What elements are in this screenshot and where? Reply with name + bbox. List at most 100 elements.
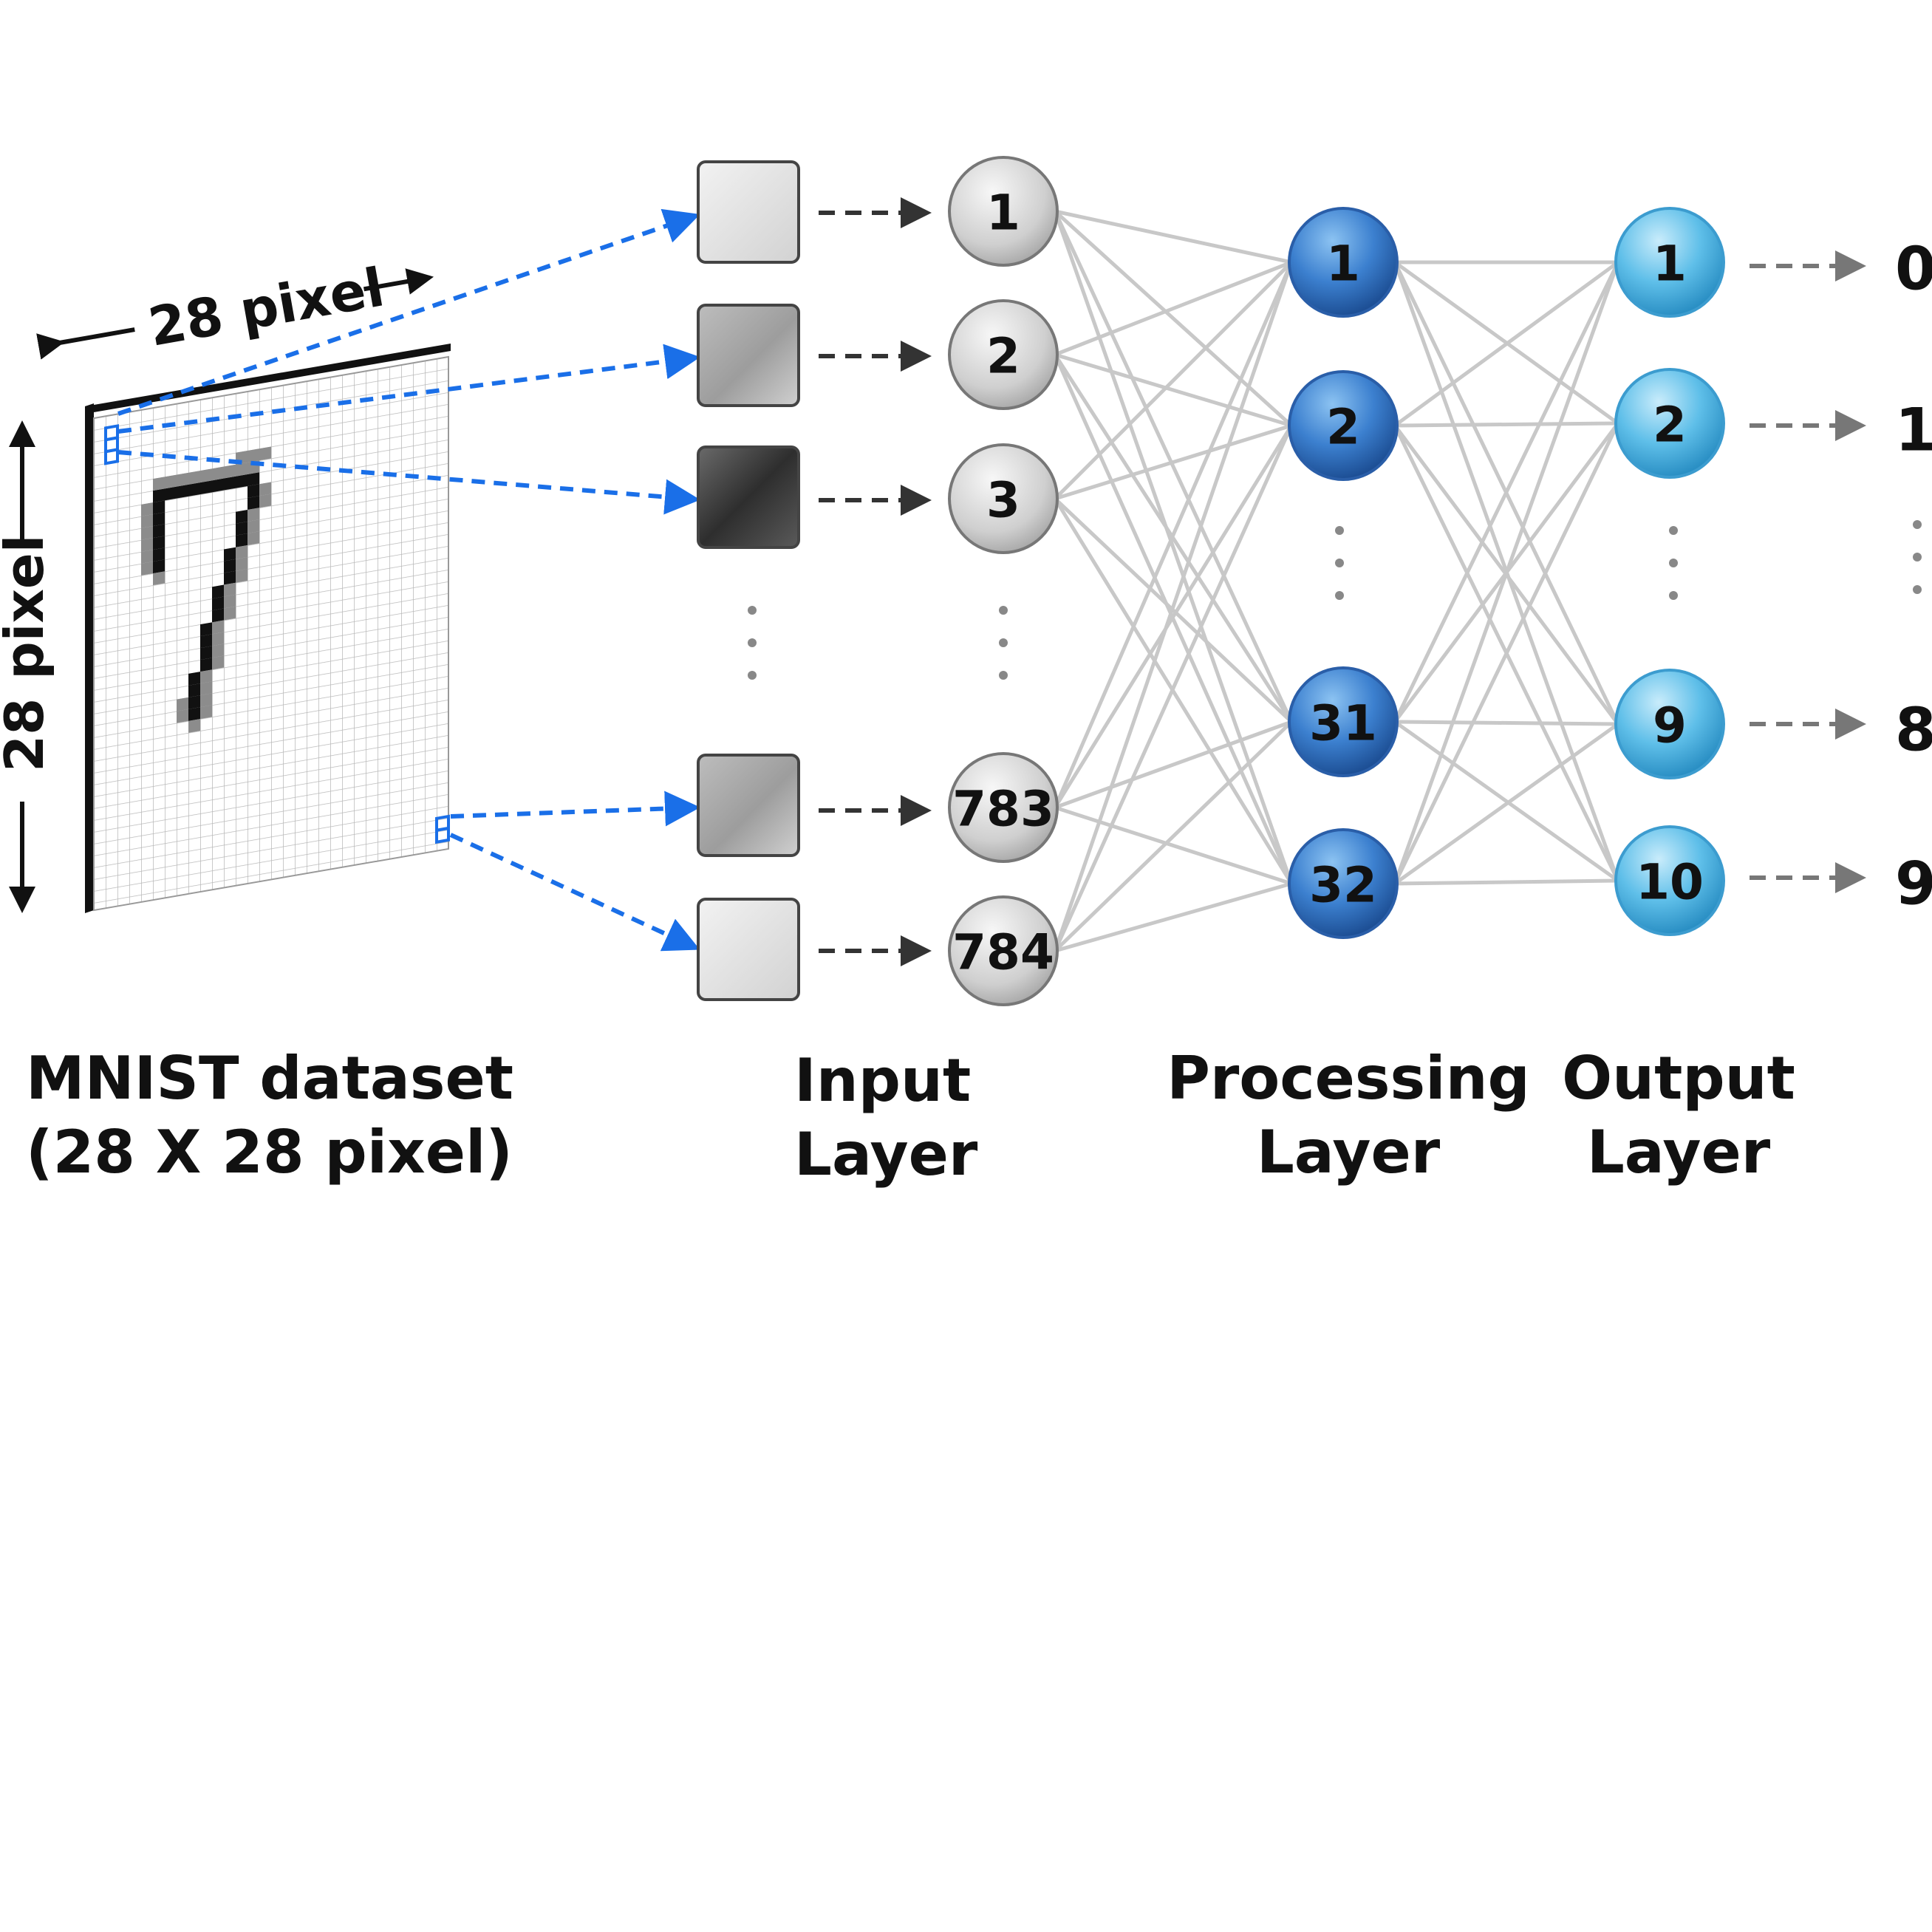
input-node: 1 (948, 156, 1059, 267)
processing-node-label: 1 (1326, 236, 1360, 293)
digit-pixel (212, 632, 224, 646)
input-node: 784 (948, 895, 1059, 1006)
digit-pixel (224, 464, 236, 479)
digit-pixel (188, 482, 200, 496)
digit-pixel (200, 622, 212, 637)
digit-pixel (153, 547, 165, 562)
input-layer-label-line2: Layer (794, 1120, 978, 1189)
digit-pixel (259, 446, 271, 461)
connection-line (1054, 805, 1292, 886)
pixel-sample-783 (697, 754, 800, 857)
digit-pixel (188, 683, 200, 697)
digit-pixel (224, 606, 236, 621)
connection-line (1394, 878, 1619, 886)
left-dimension-annotation: 28 pixel (0, 420, 55, 913)
connection-line (1054, 210, 1293, 427)
connection-line (1393, 260, 1619, 428)
output-digits: 0 1 8 9 (1895, 235, 1932, 918)
connection-line (1393, 262, 1620, 884)
square-to-input-arrows (819, 197, 932, 966)
digit-pixel (212, 478, 224, 493)
connection-line (1393, 261, 1620, 723)
digit-pixel (177, 484, 188, 499)
digit-pixel (248, 508, 259, 522)
digit-pixel (153, 512, 165, 527)
digit-pixel (248, 448, 259, 463)
highlighted-pixels-top (104, 424, 119, 465)
digit-pixel (200, 681, 212, 696)
pixel-samples (697, 160, 800, 1001)
connection-line (1053, 262, 1294, 952)
input-node: 2 (948, 299, 1059, 410)
top-dimension-label: 28 pixel (144, 256, 389, 358)
connection-line (1394, 421, 1619, 428)
digit-pixel (212, 584, 224, 599)
processing-node: 31 (1288, 666, 1399, 777)
digit-pixel (200, 693, 212, 708)
pixel-links (117, 208, 700, 952)
digit-pixel (236, 545, 248, 559)
digit-pixel (200, 468, 212, 483)
digit-pixel (200, 658, 212, 672)
digit-pixel (236, 510, 248, 524)
highlighted-pixels-bottom (435, 814, 450, 844)
digit-pixel (248, 519, 259, 534)
connection-line (1054, 260, 1292, 357)
digit-pixel (224, 582, 236, 597)
digit-pixel (141, 502, 153, 516)
left-dimension-label: 28 pixel (0, 535, 55, 772)
input-node-label: 783 (952, 781, 1054, 838)
digit-pixel (248, 531, 259, 546)
digit-pixel (177, 697, 188, 711)
digit-pixel (188, 672, 200, 686)
digit-pixel (200, 646, 212, 661)
digit-pixel (212, 655, 224, 670)
output-node-label: 1 (1653, 236, 1687, 293)
digit-pixel (236, 474, 248, 488)
connection-line (1053, 211, 1294, 884)
digit-seven (141, 446, 271, 733)
mnist-image (85, 344, 451, 913)
digit-pixel (153, 500, 165, 515)
output-node-label: 9 (1653, 697, 1687, 754)
connection-line (1053, 210, 1294, 723)
connection-line (1394, 720, 1619, 726)
connection-line (1054, 352, 1292, 428)
output-digit: 9 (1895, 850, 1932, 918)
digit-pixel (248, 496, 259, 511)
output-layer-label-line1: Output (1562, 1044, 1795, 1113)
digit-pixel (224, 559, 236, 573)
digit-pixel (212, 596, 224, 611)
processing-layer-label-line2: Layer (1257, 1118, 1441, 1187)
digit-pixel (259, 494, 271, 508)
digit-pixel (200, 634, 212, 649)
digit-pixel (153, 536, 165, 550)
connection-line (1054, 720, 1292, 810)
digit-pixel (141, 526, 153, 540)
output-node-label: 10 (1636, 854, 1704, 911)
processing-layer-label-line1: Processing (1167, 1044, 1530, 1113)
output-digit: 1 (1895, 396, 1932, 465)
connection-line (1393, 722, 1619, 886)
connection-line (1054, 423, 1292, 501)
digit-pixel (236, 462, 248, 477)
digit-pixel (141, 550, 153, 564)
digit-pixel (224, 570, 236, 585)
digit-pixel (212, 644, 224, 658)
processing-node-label: 32 (1309, 857, 1377, 914)
digit-pixel (153, 524, 165, 539)
connection-line (1053, 424, 1294, 952)
pixel-grid (93, 355, 449, 912)
digit-pixel (188, 719, 200, 733)
digit-pixel (224, 476, 236, 491)
ellipsis-dots (748, 520, 1922, 680)
digit-pixel (212, 620, 224, 635)
connection-line (1054, 720, 1293, 952)
digit-pixel (248, 472, 259, 487)
pixel-sample-2 (697, 304, 800, 407)
connection-line (1054, 261, 1293, 500)
digit-pixel (165, 474, 177, 489)
digit-pixel (212, 466, 224, 481)
pixel-sample-3 (697, 446, 800, 549)
